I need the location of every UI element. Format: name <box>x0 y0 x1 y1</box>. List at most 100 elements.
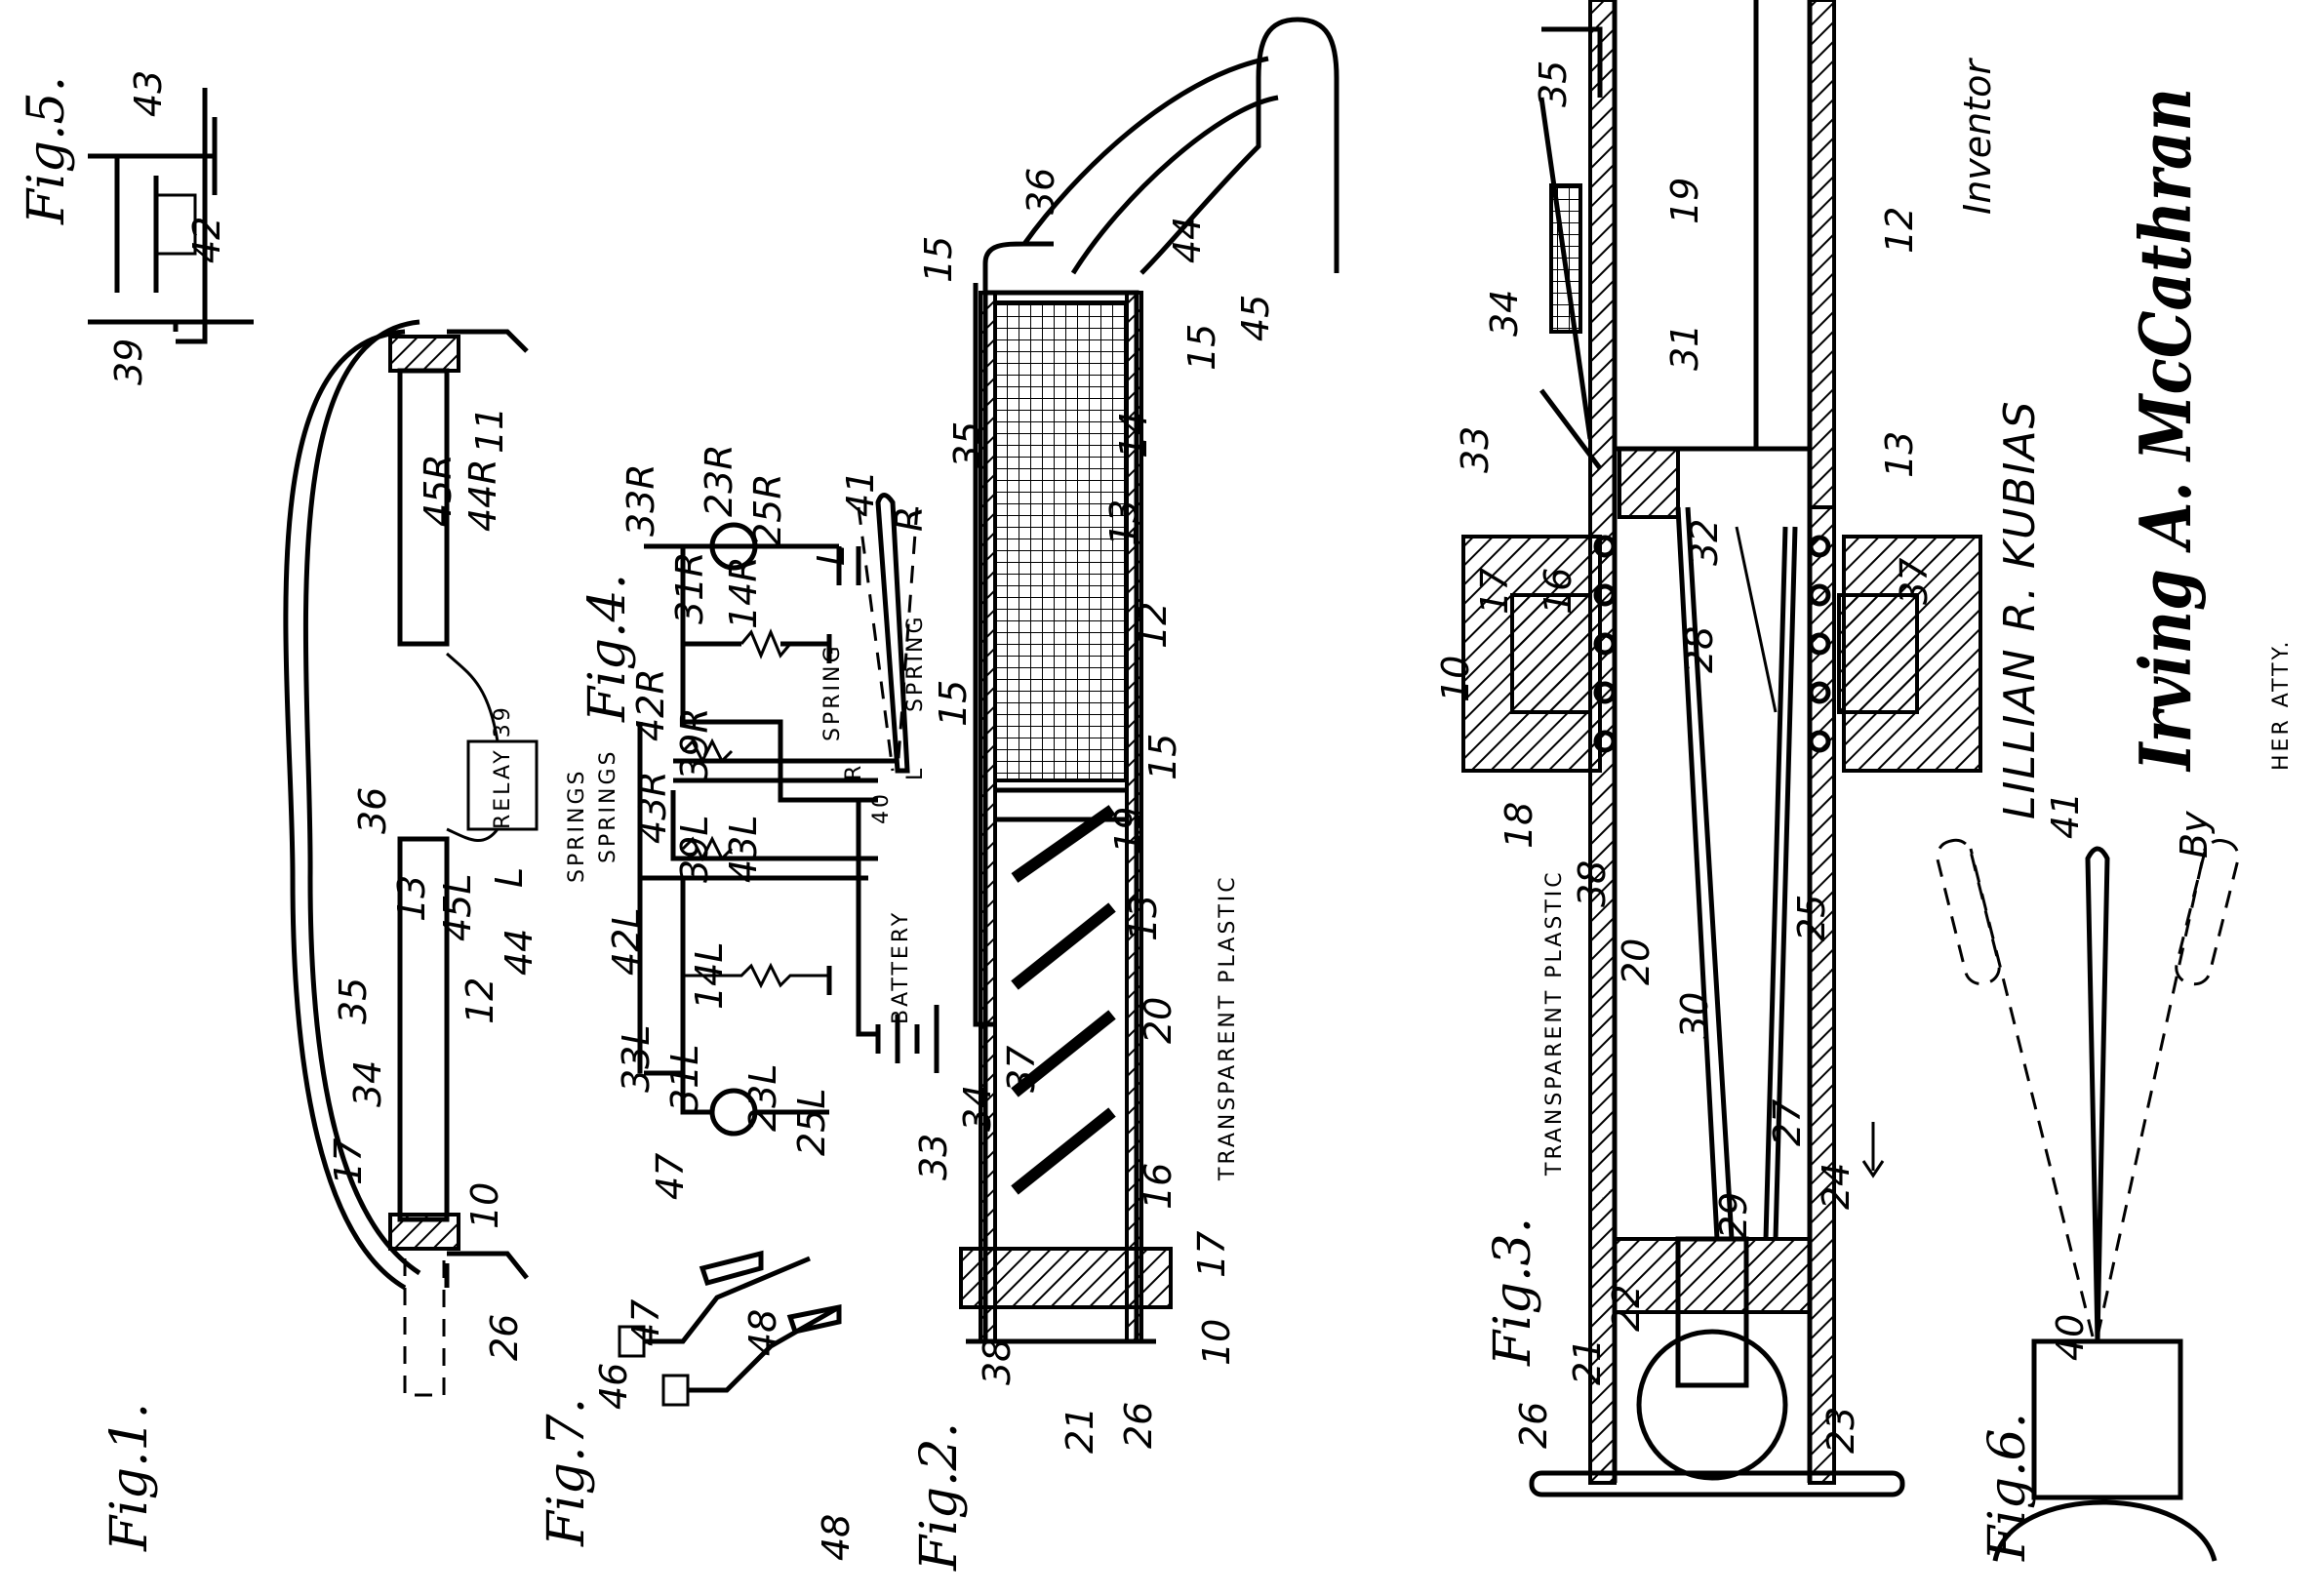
label: R <box>842 763 866 780</box>
label: SPRING <box>903 614 928 712</box>
label: 23L <box>741 1063 784 1132</box>
flasher-arm <box>875 493 910 774</box>
label: 31L <box>663 1044 706 1112</box>
label: 29 <box>1712 1192 1755 1239</box>
label: 42L <box>605 907 648 976</box>
label: 16 <box>1137 1163 1179 1210</box>
label: 44R <box>461 459 504 532</box>
label: 21 <box>1059 1407 1101 1454</box>
fig1-title: Fig.1. <box>100 1403 159 1552</box>
label: 30 <box>1673 992 1716 1039</box>
label: 14L <box>688 941 731 1010</box>
figure-2: Fig.2. 15 15 15 15 35 36 44 45 14 13 12 … <box>910 17 1339 1572</box>
label: 40 <box>869 791 894 824</box>
label: 10 <box>463 1182 506 1229</box>
lamp-cable-arc <box>283 329 407 1291</box>
label: SPRINGS <box>596 749 620 863</box>
label: 33R <box>619 463 662 537</box>
label: R <box>888 506 931 532</box>
label: 48 <box>741 1309 784 1356</box>
label: 39 <box>107 339 150 385</box>
label: 12 <box>459 978 501 1024</box>
fig6-title: Fig.6. <box>1978 1413 2037 1562</box>
label: 47 <box>624 1299 667 1346</box>
label: 41 <box>2044 792 2087 839</box>
fig7-title: Fig.7. <box>538 1398 596 1547</box>
figure-7: Fig.7. 46 47 47 48 48 <box>538 1153 858 1561</box>
label: L <box>810 545 853 566</box>
attorney-signature: Irving A. McCathran <box>2124 88 2207 773</box>
label: 35 <box>1532 60 1575 107</box>
label: 17 <box>327 1138 370 1185</box>
label: 10 <box>1195 1319 1238 1366</box>
label: 12 <box>1878 207 1921 254</box>
label: 26 <box>1117 1402 1160 1449</box>
fig3-title: Fig.3. <box>1484 1217 1542 1367</box>
label: 13 <box>1102 499 1145 546</box>
fig2-title: Fig.2. <box>910 1422 969 1572</box>
label: 34 <box>346 1060 389 1107</box>
label: 28 <box>1678 626 1721 673</box>
label: 16 <box>1537 568 1579 615</box>
figure-1: Fig.1. 26 10 17 34 35 12 13 36 45L 44 RE… <box>100 319 540 1552</box>
label: 12 <box>1132 602 1175 649</box>
attorney-role: HER ATTY. <box>2269 638 2294 771</box>
label: 37 <box>1000 1046 1043 1093</box>
fig4-title: Fig.4. <box>579 574 637 723</box>
label: 31 <box>1663 324 1706 371</box>
label: 13 <box>1122 895 1165 941</box>
label: 39L <box>673 815 716 883</box>
label: 42 <box>185 217 228 263</box>
label: L <box>903 766 928 780</box>
label: 21 <box>1566 1338 1609 1385</box>
label: 32 <box>1683 519 1726 566</box>
label: SPRINGS <box>565 769 589 883</box>
label: TRANSPARENT PLASTIC <box>1216 874 1240 1181</box>
label: 46 <box>592 1363 635 1410</box>
fig5-title: Fig.5. <box>18 76 76 225</box>
label: 22 <box>1605 1285 1648 1332</box>
figure-5: Fig.5. 43 42 39 <box>18 70 254 385</box>
label: 18 <box>1498 802 1540 849</box>
coil-spring <box>1011 805 1116 1195</box>
label: 20 <box>1615 938 1658 985</box>
label: 23R <box>698 444 740 517</box>
label: 31R <box>668 551 711 624</box>
label: 45R <box>417 454 460 527</box>
label: 17 <box>1190 1231 1233 1278</box>
inventor-heading: Inventor <box>1956 58 1999 215</box>
label: L <box>488 867 531 888</box>
lamp-symbol <box>709 522 758 571</box>
label: 36 <box>351 787 394 834</box>
label: 38 <box>976 1338 1019 1385</box>
label: 23 <box>1819 1407 1862 1454</box>
label: 47 <box>649 1153 692 1200</box>
inventor-name: LILLIAN R. KUBIAS <box>1995 399 2045 819</box>
label: 10 <box>1434 656 1477 702</box>
label: 43 <box>127 70 170 117</box>
label: 35 <box>332 978 375 1024</box>
label: 26 <box>1512 1402 1555 1449</box>
label: 42R <box>629 668 672 741</box>
label: 15 <box>1141 734 1184 780</box>
label: TRANSPARENT PLASTIC <box>1542 869 1567 1177</box>
label: 40 <box>2049 1314 2092 1361</box>
label: 15 <box>932 680 975 727</box>
label: 43R <box>631 771 674 844</box>
label: 45 <box>1234 295 1277 341</box>
label: 33 <box>912 1134 955 1180</box>
label: 44 <box>1166 217 1209 263</box>
label: 37 <box>1893 558 1936 605</box>
label: 25 <box>1790 895 1833 941</box>
label: 26 <box>483 1314 526 1361</box>
relay-box <box>466 739 539 831</box>
label: 39R <box>673 707 716 780</box>
label: 43L <box>722 815 765 883</box>
bulb <box>1636 1329 1788 1481</box>
label: 33L <box>615 1024 658 1093</box>
label: 11 <box>468 407 511 454</box>
inventor-block: Inventor LILLIAN R. KUBIAS By Irving A. … <box>1956 58 2294 858</box>
label: 45L <box>436 873 479 941</box>
label: 41 <box>839 470 882 517</box>
